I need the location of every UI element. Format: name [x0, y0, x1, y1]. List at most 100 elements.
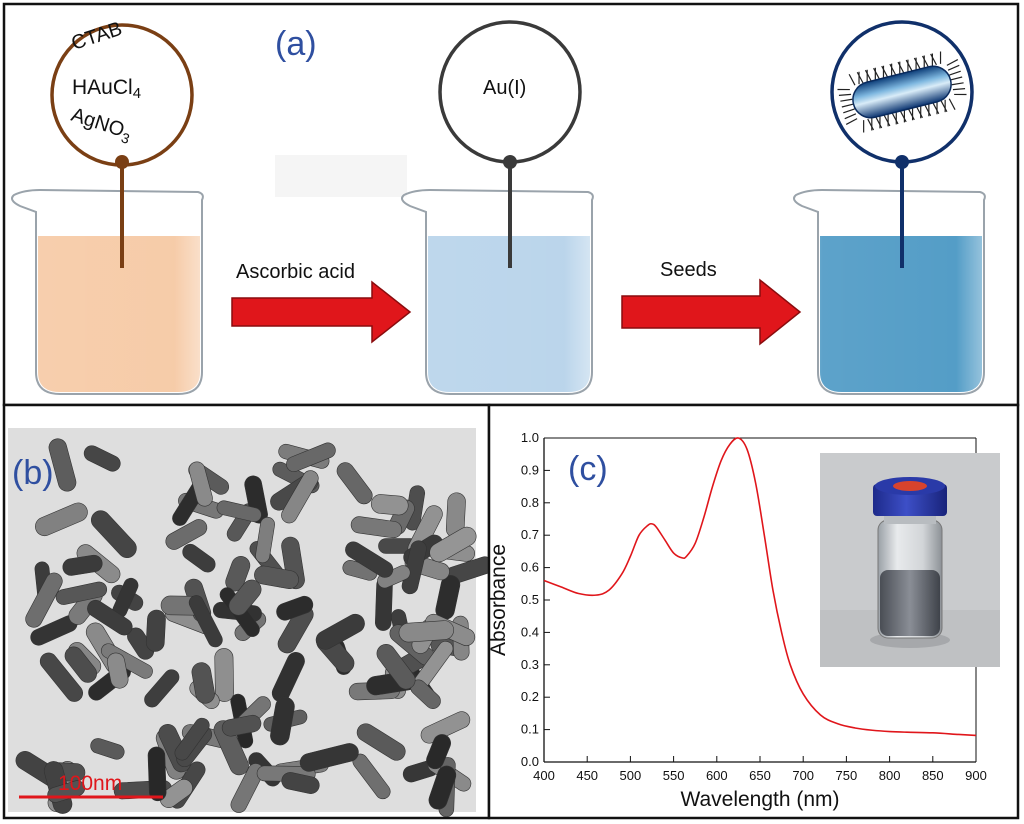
tem-nanorod: [90, 738, 125, 760]
tem-nanorod: [188, 595, 223, 648]
ligand-strand: [940, 100, 948, 113]
y-tick-label: 0.7: [521, 527, 539, 542]
tem-nanorod: [182, 543, 216, 573]
x-axis-label: Wavelength (nm): [680, 788, 839, 811]
ligand-strand: [950, 76, 963, 81]
tem-nanorod: [276, 595, 314, 621]
tem-nanorods: [15, 438, 494, 818]
beaker-3-glass: [793, 188, 986, 395]
tem-nanorod: [48, 438, 77, 492]
ligand-strand: [924, 104, 932, 117]
tem-nanorod: [39, 652, 84, 702]
ligand-strand: [905, 59, 913, 72]
bubble-1-line-2: HAuCl4: [72, 76, 141, 102]
ligand-strand: [874, 67, 876, 81]
tem-nanorod: [188, 461, 213, 507]
tem-nanorod: [62, 554, 103, 576]
nanorod-body: [852, 65, 952, 119]
tem-nanorod: [214, 648, 234, 702]
x-tick-label: 450: [576, 768, 598, 783]
bubble-2-text: Au(I): [483, 77, 526, 99]
ligand-strand: [913, 57, 921, 70]
ligand-strand: [899, 61, 901, 75]
ligand-strand: [931, 53, 933, 66]
ligand-strand: [864, 69, 872, 82]
y-tick-label: 0.0: [521, 754, 539, 769]
x-tick-label: 550: [663, 768, 685, 783]
arrow-1: Ascorbic acid: [231, 261, 412, 344]
ligand-strand: [858, 71, 860, 85]
y-tick-label: 0.6: [521, 560, 539, 575]
ligand-strand: [930, 53, 937, 66]
ligand-strand: [946, 59, 959, 66]
y-axis-label: Absorbance: [487, 544, 510, 656]
nanorod-icon: [837, 51, 967, 133]
ligand-strand: [947, 64, 960, 71]
ligand-strand: [891, 63, 893, 77]
ligand-strand: [883, 114, 891, 127]
tem-nanorod: [228, 579, 262, 616]
bubble-1-knot: [115, 155, 129, 169]
y-tick-label: 0.4: [521, 624, 539, 639]
panel-b-label: (b): [12, 454, 54, 492]
beaker-2: Au(I): [401, 20, 594, 395]
ligand-strand: [866, 69, 868, 83]
y-tick-label: 0.9: [521, 462, 539, 477]
ligand-strand: [843, 108, 855, 114]
ligand-strand: [915, 57, 917, 70]
vial-photo: [820, 453, 1000, 667]
y-tick-label: 0.8: [521, 495, 539, 510]
tem-nanorod: [255, 516, 275, 564]
tem-nanorod: [420, 711, 471, 744]
ligand-strand: [921, 55, 929, 68]
tem-nanorod: [55, 581, 108, 605]
tem-nanorod: [270, 696, 295, 746]
ligand-strand: [867, 118, 875, 131]
tem-nanorod: [145, 609, 166, 652]
tem-nanorod: [299, 743, 359, 772]
tem-nanorod: [35, 502, 88, 537]
ligand-strand: [928, 103, 930, 117]
absorbance-series-line: [543, 437, 977, 737]
x-tick-label: 750: [836, 768, 858, 783]
ligand-strand: [903, 109, 906, 123]
ligand-strand: [920, 105, 922, 119]
ligand-strand: [891, 112, 899, 125]
tem-nanorod: [230, 763, 264, 813]
ligand-strand: [895, 111, 897, 125]
tem-nanorod: [159, 779, 193, 808]
tem-nanorod: [144, 669, 180, 708]
ligand-strand: [844, 113, 857, 120]
x-tick-label: 900: [965, 768, 987, 783]
ligand-strand: [873, 67, 880, 80]
ligand-strand: [838, 93, 852, 96]
ligand-strand: [837, 88, 850, 91]
tem-nanorod: [174, 717, 210, 761]
tem-nanorod: [191, 662, 215, 704]
panel-a: (a) CTAB HAuCl4 AgNO3 Ascorbic acid Au(I…: [2, 2, 1020, 407]
arrow-1-shape: [231, 280, 412, 344]
tem-nanorod: [426, 734, 451, 770]
ligand-strand: [856, 71, 864, 84]
ligand-strands: [837, 51, 967, 133]
tem-nanorod: [336, 462, 373, 505]
tem-nanorod: [401, 540, 427, 595]
ligand-strand: [845, 118, 858, 125]
tem-nanorod: [356, 723, 406, 761]
tem-nanorod: [315, 613, 365, 650]
y-tick-label: 1.0: [521, 430, 539, 445]
y-tick-label: 0.2: [521, 689, 539, 704]
ligand-strand: [907, 108, 915, 121]
ligand-strand: [848, 73, 856, 86]
y-tick-label: 0.5: [521, 592, 539, 607]
tem-nanorod: [429, 526, 477, 563]
tem-nanorod: [216, 500, 262, 523]
ligand-strand: [939, 51, 942, 64]
ligand-strand: [875, 116, 883, 129]
ligand-strand: [944, 99, 946, 113]
tem-nanorod: [370, 494, 409, 516]
ligand-strand: [949, 70, 961, 76]
